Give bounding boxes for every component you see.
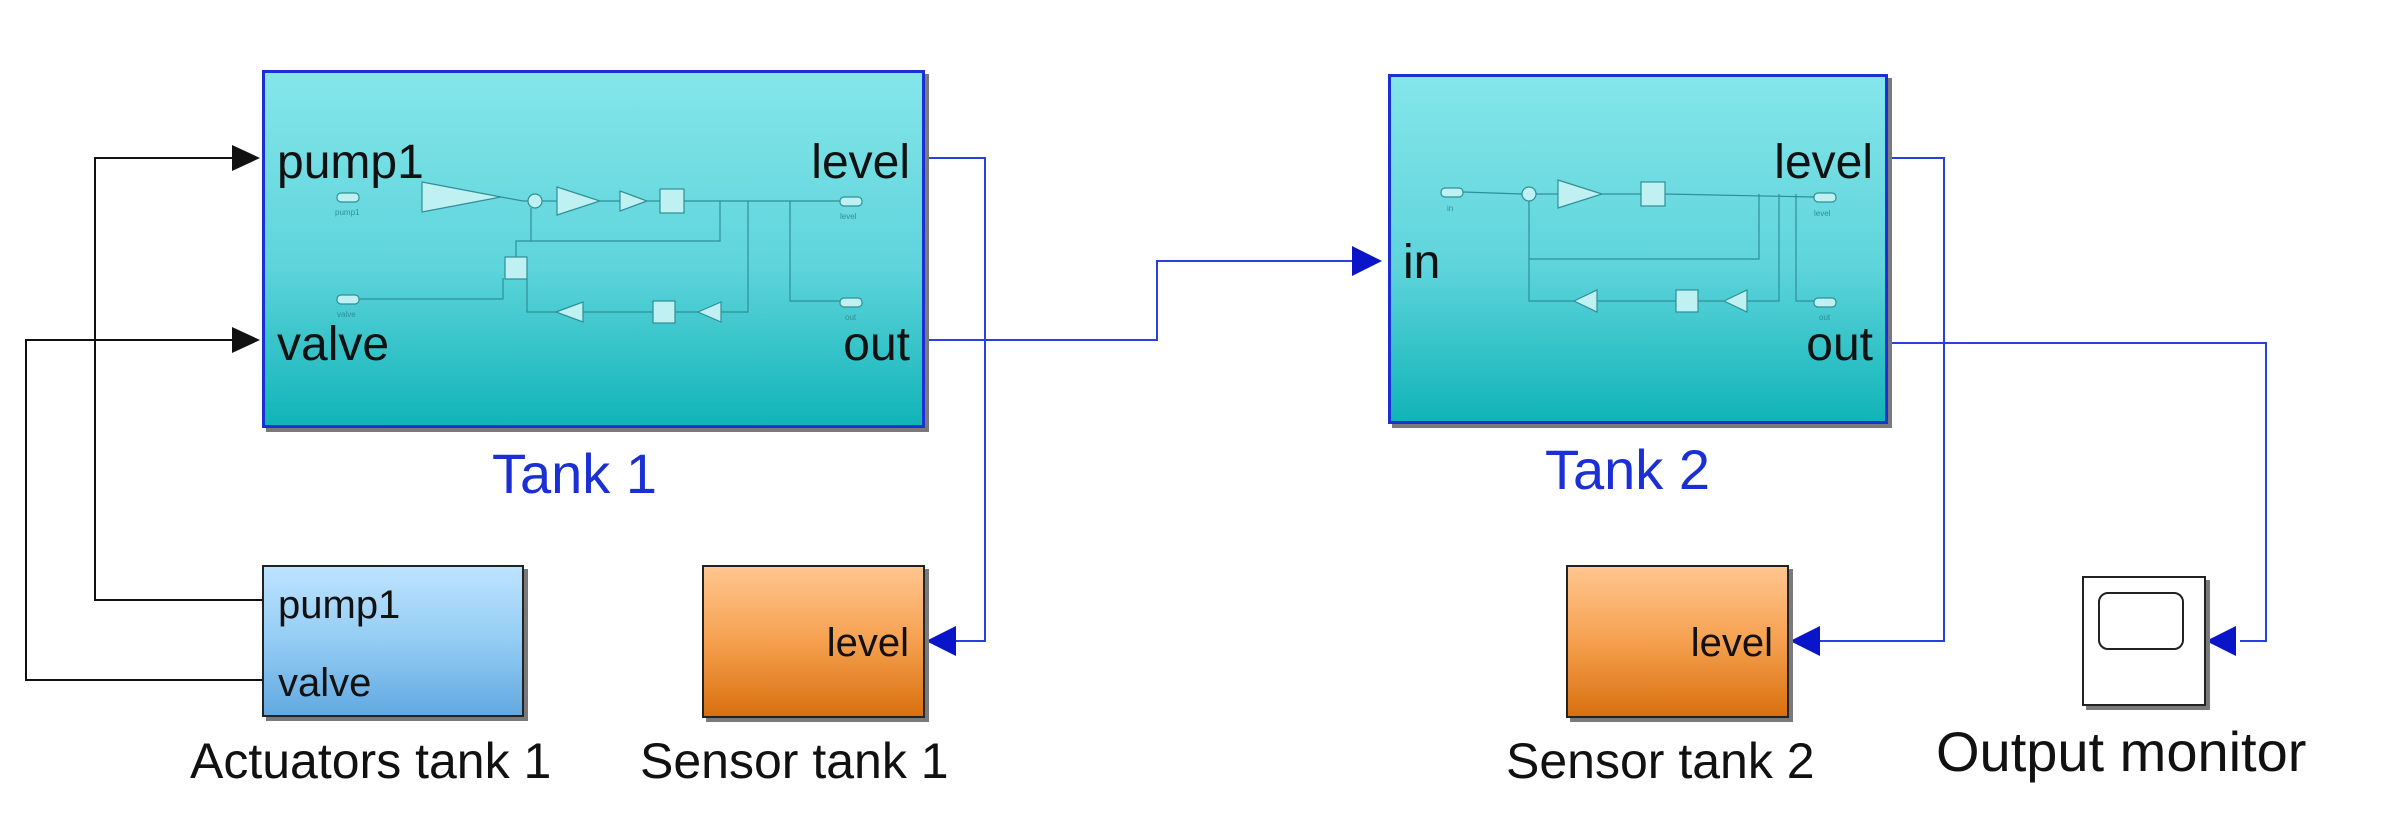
tank2-inner-in-label: in (1447, 204, 1453, 213)
sensor1-inport-level[interactable]: level (826, 621, 909, 665)
sensor-tank1-caption[interactable]: Sensor tank 1 (640, 733, 949, 789)
tank1-internal-preview: pump1 valve level out (335, 181, 863, 324)
tank2-inner-out-label: out (1819, 313, 1831, 322)
output-monitor-block[interactable] (2082, 576, 2206, 706)
arrowhead (1352, 246, 1382, 276)
output-monitor-caption[interactable]: Output monitor (1936, 720, 2307, 783)
tank1-outport-level[interactable]: level (811, 136, 910, 189)
arrowhead (2206, 626, 2236, 656)
arrowhead (232, 145, 260, 171)
tank1-outport-out[interactable]: out (843, 318, 910, 371)
sensor-tank1-block[interactable]: level (702, 565, 925, 718)
tank1-block[interactable]: pump1 valve level out (262, 70, 925, 428)
tank2-caption[interactable]: Tank 2 (1545, 438, 1710, 501)
tank1-inner-pump1-label: pump1 (335, 208, 360, 217)
tank1-inner-level-label: level (840, 212, 857, 221)
signal-line (25, 339, 262, 681)
arrowhead (926, 626, 956, 656)
actuators-tank1-block[interactable]: pump1 valve (262, 565, 524, 717)
signal-line (923, 260, 1352, 341)
tank2-inner-level-label: level (1814, 209, 1831, 218)
actuators-outport-valve[interactable]: valve (278, 661, 372, 705)
actuators-tank1-caption[interactable]: Actuators tank 1 (190, 733, 552, 789)
arrowhead (232, 327, 260, 353)
tank1-inport-pump1[interactable]: pump1 (277, 136, 424, 189)
tank1-caption[interactable]: Tank 1 (492, 442, 657, 505)
tank2-internal-preview: in level out (1440, 179, 1837, 322)
tank1-inport-valve[interactable]: valve (277, 318, 390, 371)
sensor2-inport-level[interactable]: level (1690, 621, 1773, 665)
tank1-inner-out-label: out (845, 313, 857, 322)
tank2-block[interactable]: in level out (1388, 74, 1888, 424)
tank2-inport-in[interactable]: in (1403, 236, 1441, 289)
arrowhead (1790, 626, 1820, 656)
scope-icon (2098, 592, 2184, 650)
signal-line (1887, 342, 2267, 642)
signal-line (94, 157, 262, 601)
tank1-inner-valve-label: valve (337, 310, 356, 319)
signal-line (923, 157, 986, 642)
signal-line (1810, 157, 1945, 642)
tank2-outport-level[interactable]: level (1774, 136, 1873, 189)
tank2-outport-out[interactable]: out (1806, 318, 1873, 371)
actuators-outport-pump1[interactable]: pump1 (278, 583, 401, 627)
sensor-tank2-block[interactable]: level (1566, 565, 1789, 718)
sensor-tank2-caption[interactable]: Sensor tank 2 (1506, 733, 1815, 789)
